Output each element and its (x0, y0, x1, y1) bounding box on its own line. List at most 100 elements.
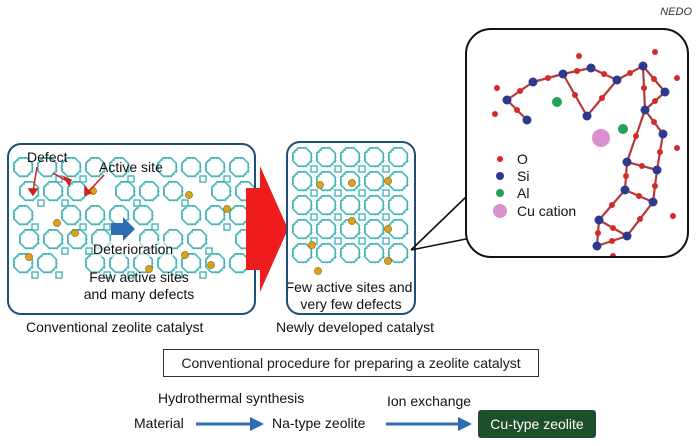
conventional-structure-illustration (13, 157, 254, 279)
legend-o-marker (497, 156, 503, 162)
new-catalyst-caption: Newly developed catalyst (276, 319, 434, 335)
active-sites-new (308, 177, 392, 275)
oxygen-atom (651, 76, 657, 82)
active-site-dot (53, 219, 61, 227)
silicon-atom (612, 75, 622, 85)
active-site-dot (145, 265, 153, 273)
oxygen-atom (545, 75, 551, 81)
oxygen-atom (609, 238, 615, 244)
oxygen-atom (670, 213, 676, 219)
oxygen-atom (657, 149, 663, 155)
silicon-atom (522, 115, 532, 125)
active-site-dot (207, 261, 215, 269)
legend-si-marker (496, 172, 504, 180)
legend-al-label: Al (517, 185, 530, 201)
ion-exchange-label: Ion exchange (387, 393, 472, 409)
active-site-label: Active site (99, 159, 163, 175)
active-site-dot (25, 253, 33, 261)
hydrothermal-synthesis-label: Hydrothermal synthesis (158, 390, 305, 406)
silicon-atom (648, 197, 658, 207)
atoms (492, 49, 680, 256)
oxygen-atom (652, 98, 658, 104)
zeolite-framework-new (292, 147, 409, 264)
active-site-dot (314, 267, 322, 275)
active-site-dot (384, 177, 392, 185)
oxygen-atom (641, 85, 647, 91)
oxygen-atom (674, 145, 680, 151)
legend-o-label: O (517, 151, 528, 167)
legend-cu-marker (493, 204, 507, 218)
deterioration-arrow (111, 217, 135, 241)
oxygen-atom (609, 202, 615, 208)
active-site-dot (181, 251, 189, 259)
improvement-arrow (246, 166, 288, 292)
silicon-atom (620, 185, 630, 195)
oxygen-atom (517, 88, 523, 94)
callout-connector (410, 195, 472, 251)
oxygen-atom (610, 225, 616, 231)
defect-pointer-arrows (27, 166, 105, 197)
oxygen-atom (595, 230, 601, 236)
silicon-atom (622, 157, 632, 167)
atomic-structure-callout: O Si Al Cu cation (465, 28, 689, 258)
oxygen-atom (599, 95, 605, 101)
conventional-catalyst-panel: Defect Active site Deterioration Few act… (7, 143, 256, 315)
legend-al-marker (496, 189, 504, 197)
silicon-atom (638, 61, 648, 71)
cu-type-zeolite-box: Cu-type zeolite (478, 410, 596, 438)
procedure-title: Conventional procedure for preparing a z… (163, 349, 539, 377)
oxygen-atom (492, 111, 498, 117)
zeolite-framework-conventional (13, 157, 254, 279)
silicon-atom (586, 63, 596, 73)
conventional-summary-line1: Few active sites (89, 269, 189, 285)
silicon-atom (652, 165, 662, 175)
oxygen-atom (652, 183, 658, 189)
new-structure-illustration (292, 147, 409, 275)
oxygen-atom (633, 133, 639, 139)
defect-label: Defect (27, 149, 68, 165)
silicon-atom (658, 129, 668, 139)
oxygen-atom (514, 107, 520, 113)
active-site-dot (308, 241, 316, 249)
silicon-atom (640, 105, 650, 115)
active-site-dot (348, 179, 356, 187)
na-type-zeolite-label: Na-type zeolite (272, 415, 366, 431)
oxygen-atom (639, 163, 645, 169)
oxygen-atom (623, 173, 629, 179)
material-label: Material (134, 415, 184, 431)
conventional-summary-line2: and many defects (83, 286, 195, 302)
al-atom-1 (552, 97, 562, 107)
oxygen-atom (652, 49, 658, 55)
silicon-atom (660, 87, 670, 97)
oxygen-atom (572, 92, 578, 98)
new-summary-line1: Few active sites and (286, 279, 413, 295)
oxygen-atom (494, 85, 500, 91)
active-site-dot (185, 191, 193, 199)
silicon-atom (594, 215, 604, 225)
ion-exchange-arrow (386, 417, 472, 431)
oxygen-atom (610, 253, 616, 256)
oxygen-atom (576, 53, 582, 59)
al-atom-2 (618, 124, 628, 134)
oxygen-atom (627, 70, 633, 76)
silicon-atom (558, 69, 568, 79)
legend-si-label: Si (517, 168, 530, 184)
new-summary-line2: very few defects (300, 296, 402, 312)
oxygen-atom (574, 68, 580, 74)
silicon-atom (528, 77, 538, 87)
oxygen-atom (601, 71, 607, 77)
active-site-dot (384, 257, 392, 265)
silicon-atom (592, 241, 602, 251)
cu-cation-atom (592, 129, 610, 147)
deterioration-label: Deterioration (93, 241, 174, 257)
silicon-atom (582, 111, 592, 121)
active-site-dot (71, 229, 79, 237)
active-site-dot (223, 205, 231, 213)
silicon-atom (622, 231, 632, 241)
legend-cu-label: Cu cation (517, 203, 577, 219)
synthesis-arrow (196, 417, 264, 431)
silicon-atom (502, 95, 512, 105)
new-catalyst-panel: Few active sites and very few defects (286, 141, 416, 315)
oxygen-atom (637, 216, 643, 222)
active-site-dot (316, 181, 324, 189)
